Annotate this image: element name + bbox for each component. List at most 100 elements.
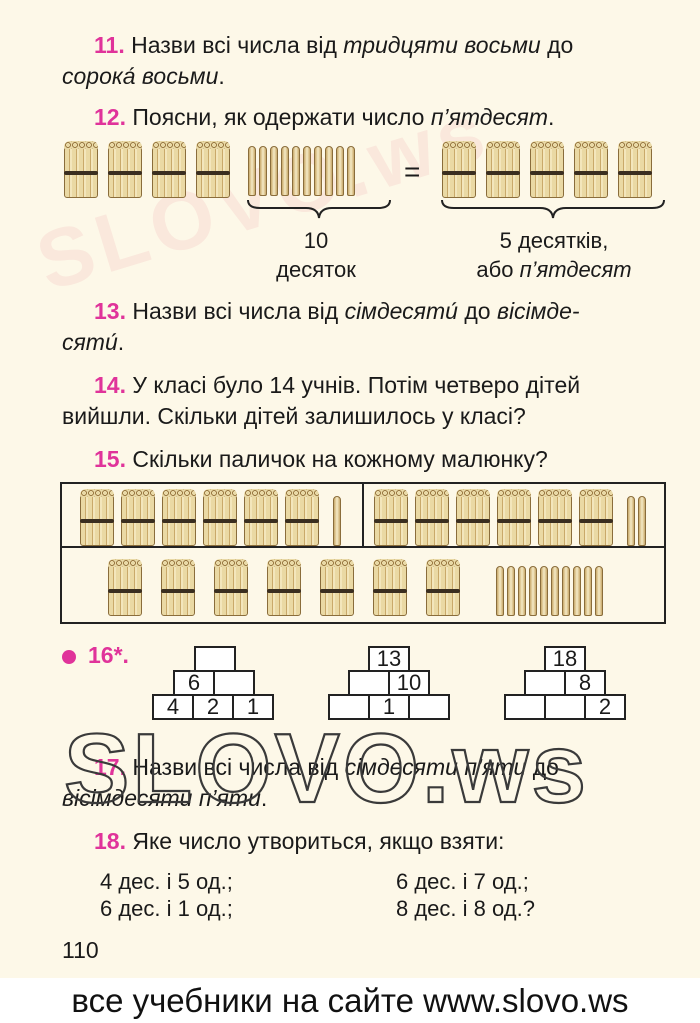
bundles-left xyxy=(64,141,240,198)
stick xyxy=(248,146,256,196)
exercise-number: 11. xyxy=(94,32,125,58)
stick-bundle xyxy=(152,141,186,198)
pyramid-cell: 6 xyxy=(173,670,215,696)
stick xyxy=(347,146,355,196)
stick-bundle xyxy=(285,489,319,546)
option-c: 6 дес. і 1 од.; xyxy=(100,896,233,921)
stick xyxy=(336,146,344,196)
bundles-right xyxy=(442,141,662,198)
stick-bundle xyxy=(121,489,155,546)
exercise-12: 12. Поясни, як одержати число п’ятдесят. xyxy=(94,104,555,130)
option-a: 4 дес. і 5 од.; xyxy=(100,869,233,894)
stick-bundle xyxy=(574,141,608,198)
pyramid-cell: 1 xyxy=(232,694,274,720)
stick-bundle xyxy=(456,489,490,546)
stick-bundle xyxy=(64,141,98,198)
exercise-17: 17. Назви всі числа від сімдесяти п’яти … xyxy=(62,754,559,811)
pyramid-cell: 13 xyxy=(368,646,410,672)
pyramid-cell xyxy=(544,694,586,720)
brace-right xyxy=(441,199,665,219)
stick-bundle xyxy=(530,141,564,198)
stick-bundle xyxy=(108,559,142,616)
stick-bundle xyxy=(108,141,142,198)
label-ten-units: 10 десяток xyxy=(276,228,356,282)
watermark-outline: SLOVO.ws xyxy=(63,712,590,824)
stick xyxy=(292,146,300,196)
exercise-number: 17. xyxy=(94,754,126,780)
bullet-dot xyxy=(62,650,76,664)
stick-bundle xyxy=(426,559,460,616)
picture-box-2 xyxy=(362,482,666,548)
pyramid-cell: 18 xyxy=(544,646,586,672)
exercise-18: 18. Яке число утвориться, якщо взяти: xyxy=(94,828,505,854)
stick-bundle xyxy=(579,489,613,546)
stick-bundle xyxy=(80,489,114,546)
exercise-number: 12. xyxy=(94,104,126,130)
exercise-number: 16*. xyxy=(88,642,129,668)
pyramid-cell: 2 xyxy=(584,694,626,720)
stick xyxy=(551,566,559,616)
stick xyxy=(529,566,537,616)
stick-bundle xyxy=(618,141,652,198)
exercise-number: 15. xyxy=(94,446,126,472)
stick-bundle xyxy=(267,559,301,616)
stick xyxy=(496,566,504,616)
stick-bundle xyxy=(320,559,354,616)
pyramid-cell: 10 xyxy=(388,670,430,696)
textbook-page: SLOVO.ws 11. Назви всі числа від тридцят… xyxy=(26,32,666,963)
stick xyxy=(325,146,333,196)
stick xyxy=(638,496,646,546)
stick xyxy=(507,566,515,616)
exercise-13: 13. Назви всі числа від сімдесяти́ до ві… xyxy=(62,298,580,355)
brace-left xyxy=(247,199,391,219)
exercise-number: 13. xyxy=(94,298,126,324)
stick xyxy=(270,146,278,196)
pyramid-cell: 2 xyxy=(192,694,234,720)
stick-bundle xyxy=(442,141,476,198)
stick xyxy=(584,566,592,616)
exercise-11: 11. Назви всі числа від тридцяти восьми … xyxy=(62,32,574,89)
stick-bundle xyxy=(162,489,196,546)
pyramid-cell xyxy=(524,670,566,696)
pyramid-cell xyxy=(328,694,370,720)
stick xyxy=(540,566,548,616)
equals-sign: = xyxy=(404,156,421,187)
stick xyxy=(303,146,311,196)
label-five-tens: 5 десятків, або п’ятдесят xyxy=(476,228,632,282)
stick xyxy=(281,146,289,196)
stick-bundle xyxy=(161,559,195,616)
stick-bundle xyxy=(374,489,408,546)
option-b: 6 дес. і 7 од.; xyxy=(396,869,529,894)
pyramid-cell xyxy=(194,646,236,672)
exercise-15: 15. Скільки паличок на кожному малюнку? xyxy=(94,446,548,472)
exercise-14: 14. У класі було 14 учнів. Потім четверо… xyxy=(62,372,581,429)
stick-bundle xyxy=(244,489,278,546)
picture-box-3 xyxy=(60,546,666,624)
pyramid-cell xyxy=(348,670,390,696)
stick xyxy=(333,496,341,546)
stick-bundle xyxy=(415,489,449,546)
stick-bundle xyxy=(214,559,248,616)
stick xyxy=(595,566,603,616)
pyramid-cell xyxy=(213,670,255,696)
picture-box-1 xyxy=(60,482,364,548)
stick-bundle xyxy=(203,489,237,546)
page-number: 110 xyxy=(62,937,99,963)
stick xyxy=(314,146,322,196)
option-d: 8 дес. і 8 од.? xyxy=(396,896,535,921)
exercise-number: 18. xyxy=(94,828,126,854)
pyramid-cell: 1 xyxy=(368,694,410,720)
pyramid-cell: 8 xyxy=(564,670,606,696)
stick-bundle xyxy=(538,489,572,546)
stick xyxy=(518,566,526,616)
site-footer: все учебники на сайте www.slovo.ws xyxy=(0,978,700,1023)
stick xyxy=(627,496,635,546)
stick-bundle xyxy=(486,141,520,198)
stick xyxy=(259,146,267,196)
stick xyxy=(573,566,581,616)
stick-bundle xyxy=(497,489,531,546)
stick-bundle xyxy=(373,559,407,616)
exercise-number: 14. xyxy=(94,372,126,398)
loose-sticks-ten xyxy=(248,146,358,196)
stick xyxy=(562,566,570,616)
